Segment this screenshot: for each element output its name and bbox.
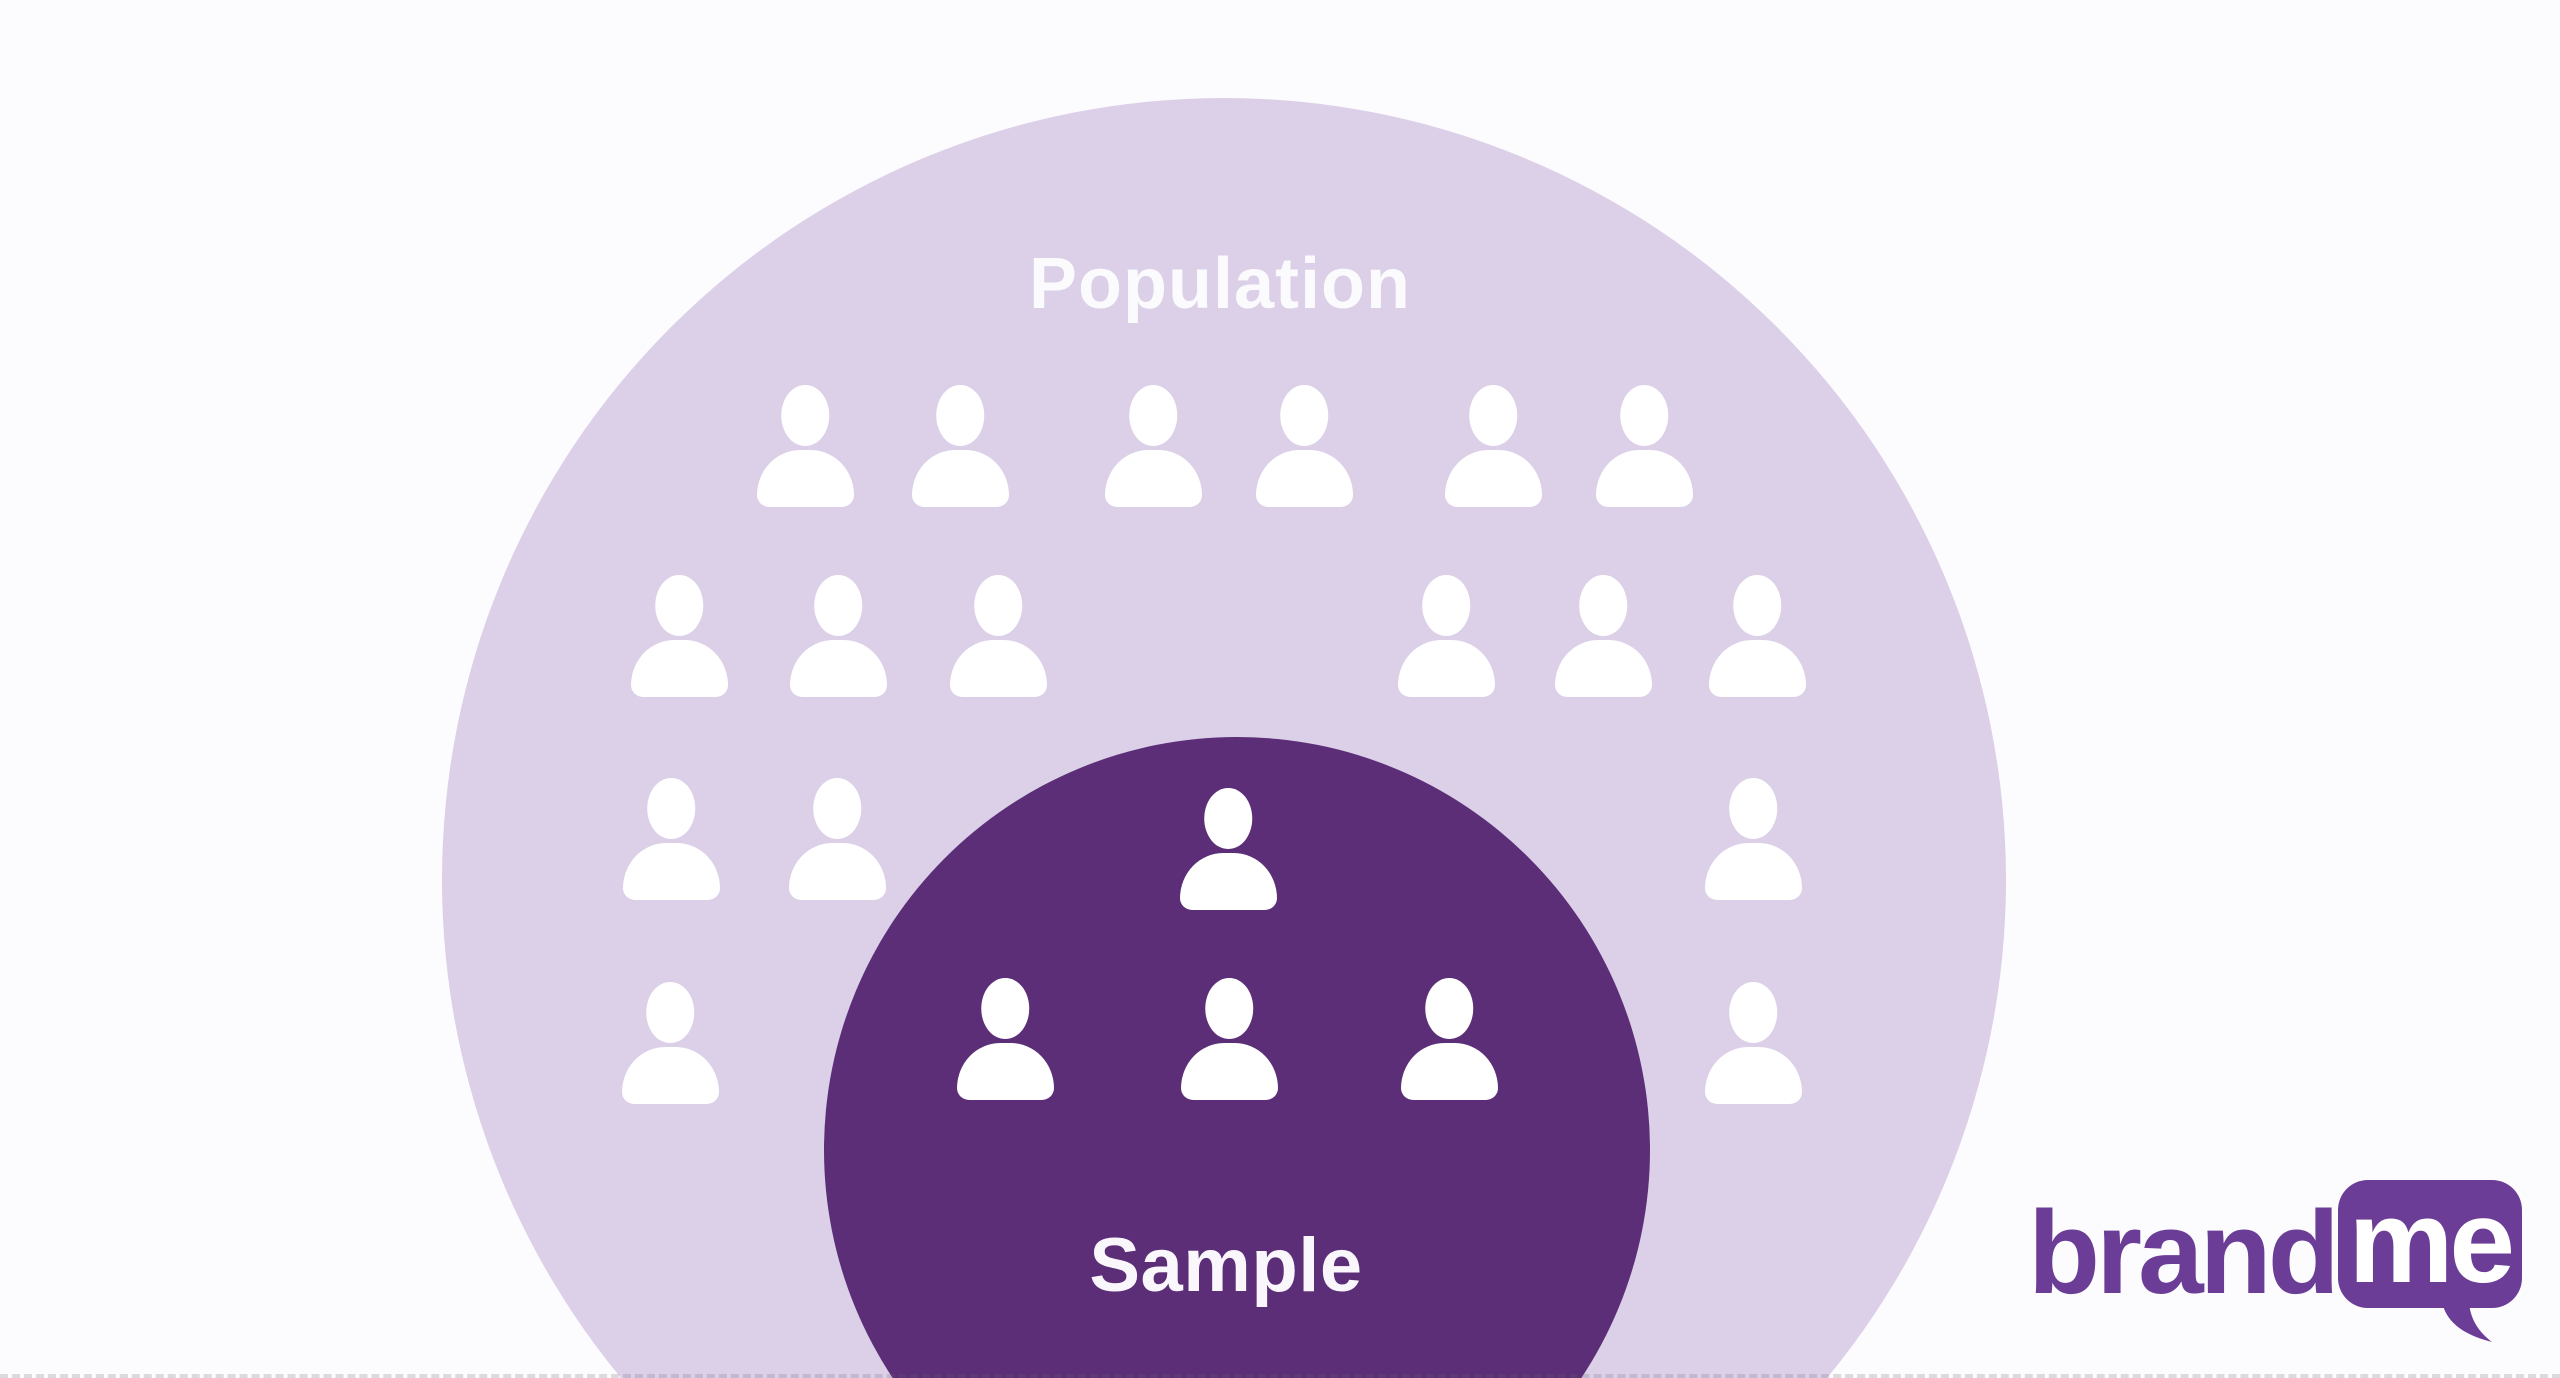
person-icon [1179, 788, 1277, 910]
person-icon [756, 385, 854, 507]
person-body [1444, 449, 1542, 507]
person-icon [1708, 575, 1806, 697]
person-head [1204, 788, 1252, 849]
person-body [949, 639, 1047, 697]
person-body [621, 1046, 719, 1104]
person-head [1620, 385, 1668, 446]
person-body [1708, 639, 1806, 697]
person-head [646, 982, 694, 1043]
person-head [1729, 778, 1777, 839]
person-head [1733, 575, 1781, 636]
person-icon [911, 385, 1009, 507]
person-body [1179, 852, 1277, 910]
person-body [789, 639, 887, 697]
speech-bubble: me [2337, 1176, 2522, 1342]
person-head [1469, 385, 1517, 446]
person-icon [1444, 385, 1542, 507]
person-body [1554, 639, 1652, 697]
person-head [981, 978, 1029, 1039]
person-icon [1595, 385, 1693, 507]
person-icon [621, 982, 719, 1104]
person-body [630, 639, 728, 697]
bottom-edge-artifact [0, 1374, 2560, 1378]
person-icon [788, 778, 886, 900]
person-head [974, 575, 1022, 636]
person-icon [1554, 575, 1652, 697]
person-body [956, 1042, 1054, 1100]
brandme-logo: brand me [2028, 1176, 2522, 1342]
person-head [936, 385, 984, 446]
population-label: Population [1029, 244, 1411, 324]
person-body [788, 842, 886, 900]
person-icon [949, 575, 1047, 697]
person-body [1595, 449, 1693, 507]
person-head [813, 778, 861, 839]
person-body [756, 449, 854, 507]
person-icon [1255, 385, 1353, 507]
person-head [1280, 385, 1328, 446]
person-icon [1400, 978, 1498, 1100]
person-head [647, 778, 695, 839]
person-icon [1180, 978, 1278, 1100]
person-icon [789, 575, 887, 697]
person-body [1255, 449, 1353, 507]
bubble-wordmark: me [2348, 1176, 2516, 1308]
person-head [1729, 982, 1777, 1043]
person-head [655, 575, 703, 636]
person-icon [630, 575, 728, 697]
person-body [1397, 639, 1495, 697]
person-icon [1704, 982, 1802, 1104]
person-head [1129, 385, 1177, 446]
person-head [781, 385, 829, 446]
person-icon [956, 978, 1054, 1100]
speech-bubble-tail-icon [2441, 1302, 2492, 1342]
person-body [911, 449, 1009, 507]
person-body [1704, 842, 1802, 900]
person-body [1104, 449, 1202, 507]
person-head [814, 575, 862, 636]
sample-label: Sample [1089, 1223, 1363, 1308]
person-icon [622, 778, 720, 900]
person-head [1425, 978, 1473, 1039]
person-icon [1704, 778, 1802, 900]
person-body [1180, 1042, 1278, 1100]
person-head [1205, 978, 1253, 1039]
person-head [1579, 575, 1627, 636]
person-body [622, 842, 720, 900]
person-icon [1397, 575, 1495, 697]
person-body [1704, 1046, 1802, 1104]
person-icon [1104, 385, 1202, 507]
person-head [1422, 575, 1470, 636]
brand-wordmark: brand [2028, 1187, 2340, 1319]
person-body [1400, 1042, 1498, 1100]
